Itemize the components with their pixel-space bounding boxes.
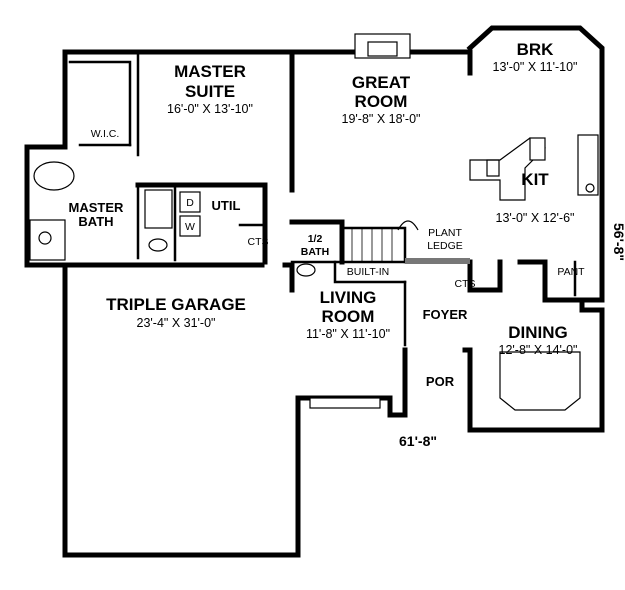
bathtub	[33, 161, 75, 191]
washer-label: W	[185, 221, 195, 233]
master-suite-dims: 16'-0" X 13'-10"	[167, 102, 253, 116]
foyer-label: FOYER	[423, 307, 468, 322]
closets-util-label: CTS	[248, 236, 269, 248]
master-suite-label-1: MASTER	[174, 62, 246, 81]
great-room-label-1: GREAT	[352, 73, 411, 92]
dining-label: DINING	[508, 323, 568, 342]
half-bath-toilet	[296, 263, 316, 277]
vanity	[29, 219, 66, 261]
dryer-label: D	[186, 197, 194, 209]
living-room-label-1: LIVING	[320, 288, 377, 307]
living-window	[309, 397, 381, 409]
garage-dims: 23'-4" X 31'-0"	[137, 316, 216, 330]
great-room-label-2: ROOM	[355, 92, 408, 111]
wic-label: W.I.C.	[91, 128, 120, 140]
master-bath-label-2: BATH	[78, 214, 113, 229]
kitchen-dims: 13'-0" X 12'-6"	[496, 211, 575, 225]
plant-ledge-label-1: PLANT	[428, 227, 462, 239]
room-labels: MASTER SUITE 16'-0" X 13'-10" GREAT ROOM…	[69, 40, 586, 389]
fixtures	[29, 134, 599, 411]
half-bath-label-1: 1/2	[308, 233, 323, 245]
exterior-walls	[24, 25, 605, 558]
util-label: UTIL	[212, 198, 241, 213]
dining-dims: 12'-8" X 14'-0"	[499, 343, 578, 357]
dining-table	[499, 351, 581, 411]
breakfast-label: BRK	[517, 40, 555, 59]
pantry-label: PANT	[557, 266, 585, 278]
toilet	[148, 238, 168, 252]
kitchen-island	[469, 137, 546, 201]
living-room-dims: 11'-8" X 11'-10"	[306, 327, 390, 341]
kitchen-counter	[577, 134, 599, 196]
plant-ledge-hatch	[405, 258, 470, 264]
half-bath-label-2: BATH	[301, 246, 329, 258]
staircase	[351, 220, 419, 262]
porch-label: POR	[426, 374, 455, 389]
garage-label: TRIPLE GARAGE	[106, 295, 246, 314]
plant-ledge-label-2: LEDGE	[427, 240, 463, 252]
overall-width-label: 61'-8"	[399, 433, 437, 449]
overall-depth-label: 56'-8"	[611, 223, 625, 261]
great-room-dims: 19'-8" X 18'-0"	[342, 112, 421, 126]
kitchen-label: KIT	[521, 170, 549, 189]
master-bath-label-1: MASTER	[69, 200, 125, 215]
interior-walls	[62, 49, 585, 347]
living-room-label-2: ROOM	[322, 307, 375, 326]
shower	[144, 189, 173, 229]
closets-foyer-label: CTS	[455, 278, 476, 290]
built-in-label: BUILT-IN	[347, 266, 389, 278]
master-suite-label-2: SUITE	[185, 82, 235, 101]
overall-dimensions: 61'-8" 56'-8"	[399, 223, 625, 449]
breakfast-dims: 13'-0" X 11'-10"	[493, 60, 578, 74]
